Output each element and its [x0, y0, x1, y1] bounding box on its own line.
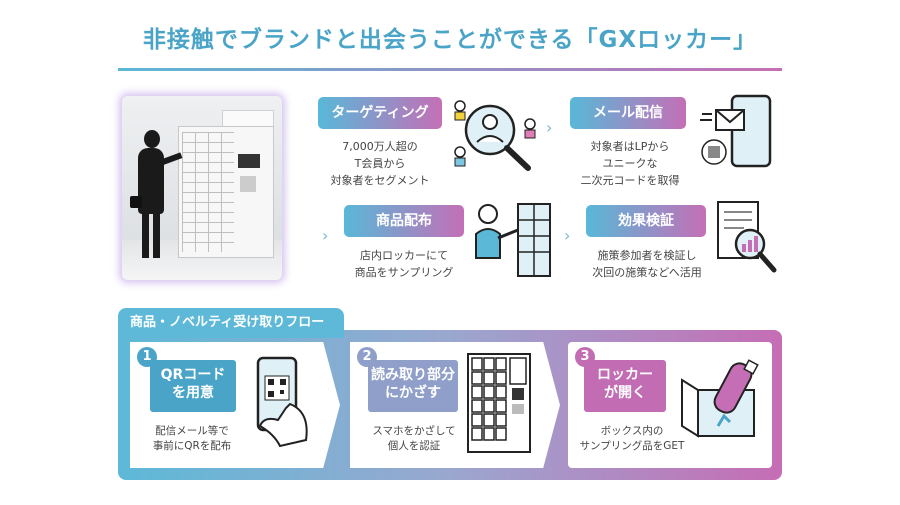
phone-mail-icon	[700, 94, 772, 168]
locker-reader	[240, 176, 256, 192]
chevron-right-icon: ›	[546, 118, 553, 137]
desc-line: 対象者をセグメント	[330, 174, 430, 187]
flow-step-3-desc: ボックス内の サンプリング品をGET	[572, 424, 692, 454]
title-line: にかざす	[385, 385, 441, 401]
locker-reader-icon	[467, 353, 531, 453]
page-title: 非接触でブランドと出会うことができる「GXロッカー」	[142, 27, 758, 53]
desc-line: 店内ロッカーにて	[360, 249, 448, 262]
desc-line: T会員から	[354, 157, 406, 170]
woman-silhouette-leg	[142, 212, 149, 258]
step-verification-label: 効果検証	[586, 205, 706, 237]
step-distribution-desc: 店内ロッカーにて 商品をサンプリング	[326, 247, 482, 281]
report-analytics-icon	[717, 201, 777, 273]
locker-screen	[238, 154, 260, 168]
open-locker-bottle-icon	[681, 359, 759, 438]
title-line: 読み取り部分	[371, 367, 455, 383]
step-distribution-label: 商品配布	[344, 205, 464, 237]
step-targeting-label: ターゲティング	[318, 97, 442, 129]
desc-line: 商品をサンプリング	[354, 266, 454, 279]
desc-line: 次回の施策などへ活用	[592, 266, 702, 279]
title-line: が開く	[604, 385, 646, 401]
flow-step-1-title: QRコード を用意	[150, 360, 236, 412]
step-targeting-desc: 7,000万人超の T会員から 対象者をセグメント	[300, 138, 460, 189]
locker-grid	[182, 132, 234, 252]
woman-silhouette-head	[144, 130, 160, 148]
desc-line: ボックス内の	[600, 425, 664, 437]
magnifier-people-icon	[454, 100, 536, 171]
flow-step-3-title: ロッカー が開く	[584, 360, 666, 412]
desc-line: スマホをかざして	[372, 425, 456, 437]
desc-line: 施策参加者を検証し	[597, 249, 697, 262]
desc-line: 二次元コードを取得	[580, 174, 680, 187]
smartphone-qr-icon	[256, 356, 308, 448]
desc-line: サンプリング品をGET	[579, 440, 685, 452]
locker-photo	[122, 96, 282, 280]
flow-step-2-title: 読み取り部分 にかざす	[368, 360, 458, 412]
desc-line: 7,000万人超の	[342, 140, 418, 153]
desc-line: 配信メール等で	[155, 425, 229, 437]
title-underline	[118, 68, 782, 71]
title-line: QRコード	[160, 367, 226, 383]
step-verification-desc: 施策参加者を検証し 次回の施策などへ活用	[574, 247, 720, 281]
desc-line: 個人を認証	[387, 440, 441, 452]
title-line: ロッカー	[597, 367, 653, 383]
step-mail-label: メール配信	[570, 97, 686, 129]
desc-line: 対象者はLPから	[590, 140, 670, 153]
woman-silhouette-leg	[153, 212, 160, 258]
chevron-right-icon: ›	[322, 226, 329, 245]
handbag-icon	[130, 196, 142, 208]
chevron-right-icon: ›	[564, 226, 571, 245]
flow-heading: 商品・ノベルティ受け取りフロー	[118, 308, 344, 338]
step-mail-desc: 対象者はLPから ユニークな 二次元コードを取得	[560, 138, 700, 189]
person-locker-icon	[475, 203, 551, 277]
flow-step-2-desc: スマホをかざして 個人を認証	[354, 424, 474, 454]
desc-line: ユニークな	[602, 157, 658, 170]
flow-step-1-desc: 配信メール等で 事前にQRを配布	[134, 424, 250, 454]
title-line: を用意	[172, 385, 214, 401]
desc-line: 事前にQRを配布	[152, 440, 232, 452]
